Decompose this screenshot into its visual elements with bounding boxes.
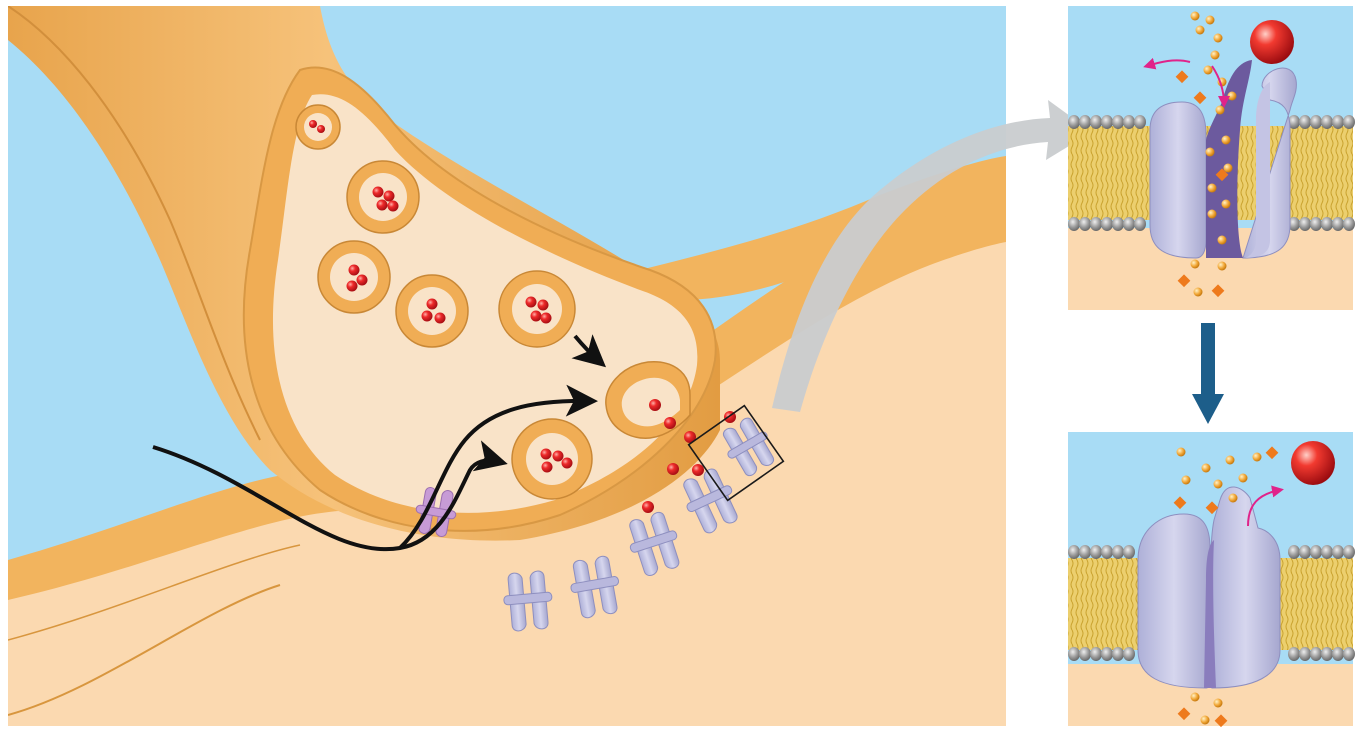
neurotransmitter (427, 299, 438, 310)
phospholipid-head (1299, 217, 1311, 231)
channel-closed-panel (1068, 432, 1355, 727)
phospholipid-head (1123, 545, 1135, 559)
phospholipid-head (1079, 545, 1091, 559)
phospholipid-head (1343, 115, 1355, 129)
neurotransmitter (538, 300, 549, 311)
phospholipid-head (1101, 647, 1113, 661)
phospholipid-head (1343, 217, 1355, 231)
neurotransmitter (347, 281, 358, 292)
neurotransmitter (349, 265, 360, 276)
blue-down-arrow-icon (1192, 323, 1224, 424)
phospholipid-head (1310, 217, 1322, 231)
phospholipid-head (1332, 217, 1344, 231)
phospholipid-head (1101, 217, 1113, 231)
vesicle-4 (396, 275, 468, 347)
vesicle-3 (318, 241, 390, 313)
channel-open-panel (1068, 6, 1355, 310)
vesicle-1 (296, 105, 340, 149)
phospholipid-head (1299, 545, 1311, 559)
phospholipid-head (1310, 545, 1322, 559)
neurotransmitter (384, 191, 395, 202)
phospholipid-head (1090, 545, 1102, 559)
neurotransmitter (309, 120, 317, 128)
phospholipid-head (1332, 115, 1344, 129)
phospholipid-head (1079, 115, 1091, 129)
neurotransmitter (541, 449, 552, 460)
phospholipid-head (1332, 545, 1344, 559)
phospholipid-head (1068, 647, 1080, 661)
vesicle-2 (347, 161, 419, 233)
phospholipid-head (1112, 545, 1124, 559)
neurotransmitter-unbound (1291, 441, 1335, 485)
neurotransmitter (377, 200, 388, 211)
phospholipid-head (1332, 647, 1344, 661)
phospholipid-head (1288, 545, 1300, 559)
phospholipid-head (1123, 217, 1135, 231)
phospholipid-head (1321, 545, 1333, 559)
neurotransmitter-bound (1250, 20, 1294, 64)
phospholipid-head (1343, 647, 1355, 661)
phospholipid-head (1321, 115, 1333, 129)
phospholipid-head (1101, 545, 1113, 559)
neurotransmitter (553, 451, 564, 462)
neurotransmitter (317, 125, 325, 133)
phospholipid-head (1079, 217, 1091, 231)
neurotransmitter (542, 462, 553, 473)
phospholipid-head (1090, 647, 1102, 661)
neurotransmitter (531, 311, 542, 322)
phospholipid-head (1321, 647, 1333, 661)
phospholipid-head (1112, 217, 1124, 231)
phospholipid-head (1068, 545, 1080, 559)
phospholipid-head (1112, 647, 1124, 661)
synapse-overview-panel (8, 6, 1006, 726)
phospholipid-head (1112, 115, 1124, 129)
phospholipid-head (1321, 217, 1333, 231)
neurotransmitter (526, 297, 537, 308)
neurotransmitter (422, 311, 433, 322)
phospholipid-head (1310, 647, 1322, 661)
neurotransmitter (541, 313, 552, 324)
vesicle-5 (499, 271, 575, 347)
phospholipid-head (1090, 217, 1102, 231)
neurotransmitter (562, 458, 573, 469)
phospholipid-head (1310, 115, 1322, 129)
phospholipid-head (1068, 115, 1080, 129)
phospholipid-head (1299, 115, 1311, 129)
phospholipid-head (1079, 647, 1091, 661)
neurotransmitter (357, 275, 368, 286)
neurotransmitter (373, 187, 384, 198)
phospholipid-head (1288, 647, 1300, 661)
phospholipid-head (1123, 647, 1135, 661)
phospholipid-head (1299, 647, 1311, 661)
phospholipid-head (1123, 115, 1135, 129)
neurotransmitter (388, 201, 399, 212)
phospholipid-head (1101, 115, 1113, 129)
vesicle-6 (512, 419, 592, 499)
phospholipid-head (1090, 115, 1102, 129)
phospholipid-head (1343, 545, 1355, 559)
neurotransmitter (435, 313, 446, 324)
phospholipid-head (1068, 217, 1080, 231)
phospholipid-head (1134, 217, 1146, 231)
phospholipid-head (1134, 115, 1146, 129)
